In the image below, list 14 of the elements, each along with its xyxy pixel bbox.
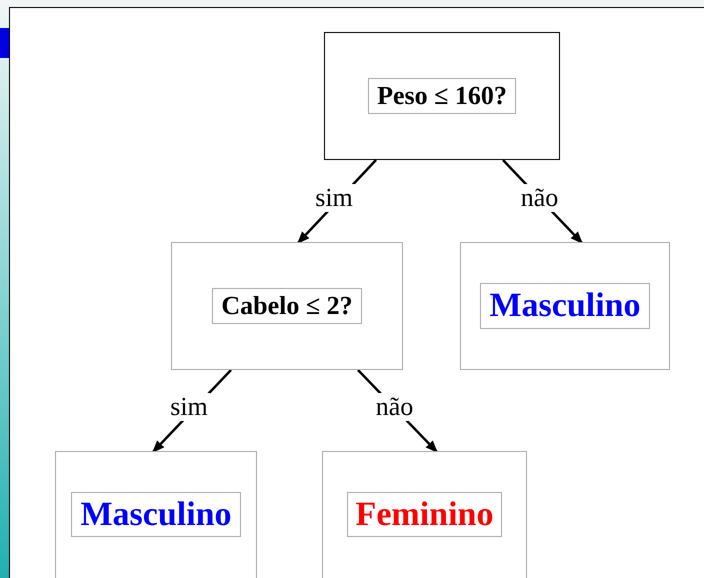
edge-label: sim xyxy=(168,393,210,421)
decision-box xyxy=(171,242,403,370)
decision-box xyxy=(324,32,560,160)
edge-label: não xyxy=(374,393,416,421)
edge-label: sim xyxy=(313,184,355,212)
class-label: Masculino xyxy=(71,492,241,538)
question-text: Cabelo ≤ 2? xyxy=(212,288,362,324)
class-label: Masculino xyxy=(480,283,650,329)
edge-label: não xyxy=(518,184,560,212)
question-text: Peso ≤ 160? xyxy=(368,78,516,114)
class-label: Feminino xyxy=(346,492,502,538)
leaf-box xyxy=(460,242,670,370)
leaf-box xyxy=(55,451,257,578)
leaf-box xyxy=(322,451,527,578)
